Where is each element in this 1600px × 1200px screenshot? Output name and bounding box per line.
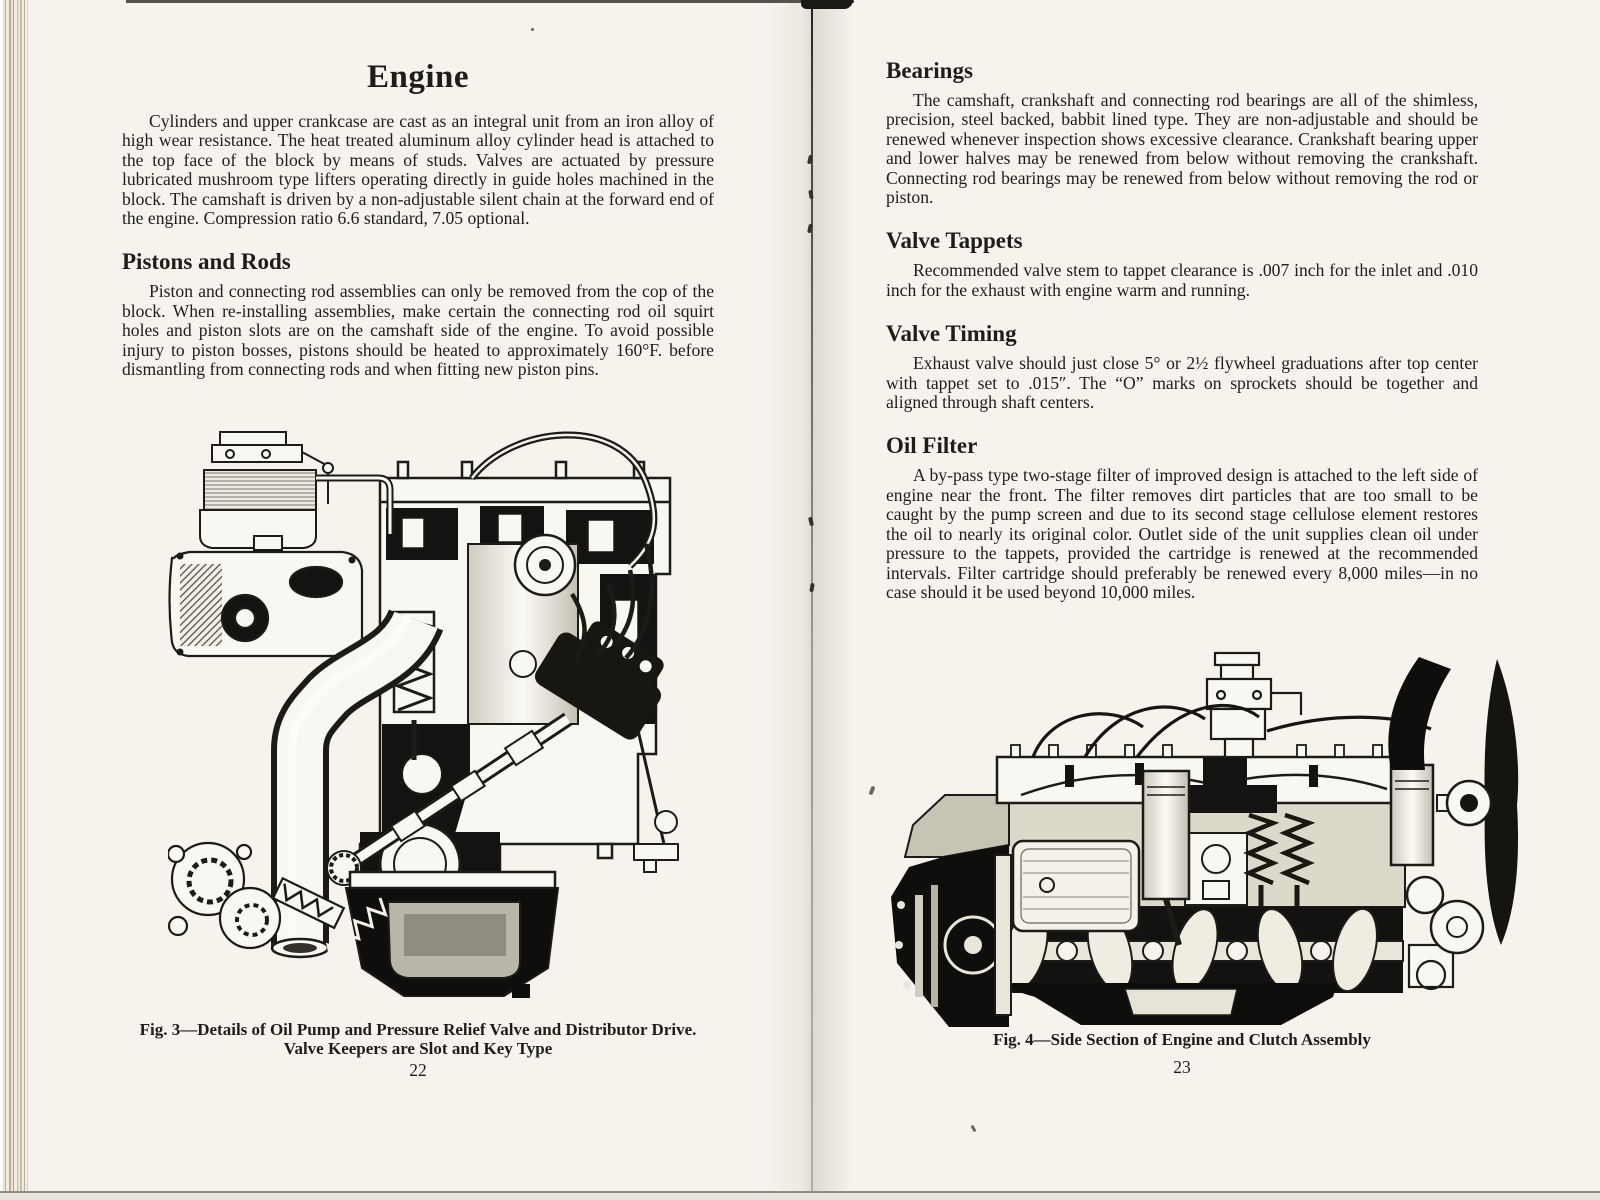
fig3-caption-line2: Valve Keepers are Slot and Key Type (283, 1039, 553, 1058)
gutter-top-shadow (801, 0, 853, 9)
oil-filter-paragraph: A by-pass type two-stage filter of impro… (886, 465, 1478, 602)
section-heading-oil-filter: Oil Filter (886, 433, 978, 459)
ink-mark (868, 785, 876, 796)
section-heading-valve-tappets: Valve Tappets (886, 228, 1023, 254)
intro-paragraph: Cylinders and upper crankcase are cast a… (122, 111, 714, 229)
page-edge-stack (0, 0, 28, 1200)
fig4-illustration (891, 651, 1519, 1027)
valve-tappets-paragraph: Recommended valve stem to tappet clearan… (886, 260, 1478, 300)
page-number-left: 22 (409, 1060, 427, 1080)
page-title: Engine (366, 59, 470, 95)
dust-speck (531, 28, 534, 31)
ink-mark (970, 1124, 977, 1133)
scan-top-edge (126, 0, 854, 3)
pistons-paragraph: Piston and connecting rod assemblies can… (122, 281, 714, 380)
valve-timing-paragraph: Exhaust valve should just close 5° or 2½… (886, 353, 1478, 413)
fig3-caption-line1: Fig. 3—Details of Oil Pump and Pressure … (139, 1020, 697, 1039)
page-number-right: 23 (1173, 1057, 1191, 1077)
section-heading-bearings: Bearings (886, 58, 973, 83)
left-page: Engine Cylinders and upper crankcase are… (122, 58, 714, 379)
section-heading-pistons-and-rods: Pistons and Rods (122, 249, 291, 275)
bearings-paragraph: The camshaft, crankshaft and connecting … (886, 90, 1478, 208)
section-heading-valve-timing: Valve Timing (886, 321, 1017, 347)
right-page: Bearings The camshaft, crankshaft and co… (886, 58, 1478, 602)
fig3-caption: Fig. 3—Details of Oil Pump and Pressure … (122, 1020, 714, 1058)
book-gutter-shade (765, 0, 853, 1200)
fig3-illustration (168, 431, 679, 998)
fig4-caption: Fig. 4—Side Section of Engine and Clutch… (993, 1030, 1371, 1049)
book-gutter (811, 0, 813, 1196)
scan-bottom-edge (0, 1191, 1600, 1200)
